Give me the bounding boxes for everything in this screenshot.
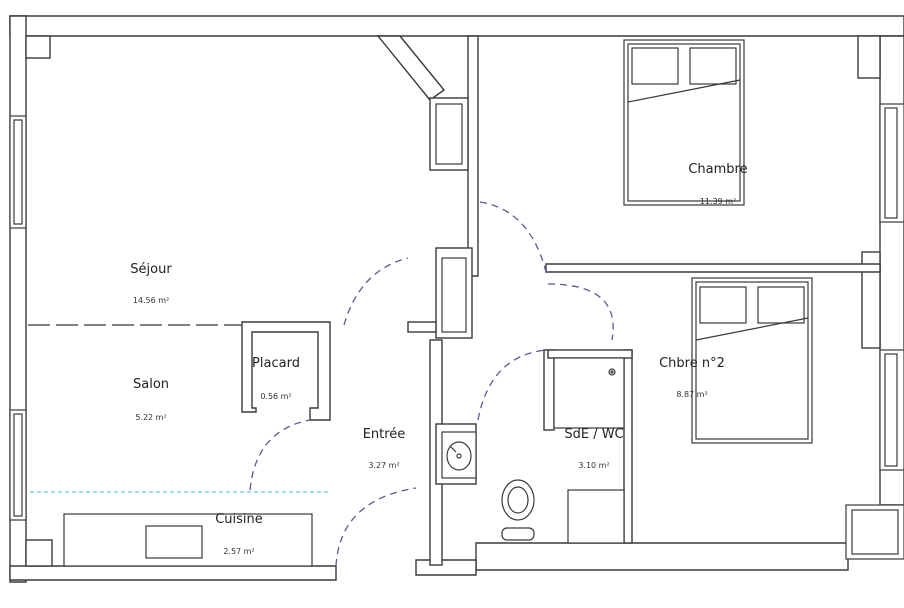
door-sde [477,349,547,421]
label-placard: Placard [252,356,300,371]
area-sde: 3.10 m² [578,461,609,470]
area-chambre2: 8.87 m² [676,390,707,399]
area-cuisine: 2.57 m² [223,547,254,556]
window-left-upper-inner [13,119,23,225]
bed-chambre2 [691,277,813,444]
pillow-chambre2-right [757,286,805,324]
bed-chambre [623,39,745,206]
area-chambre: 11.39 m² [700,197,736,206]
wall-top [9,15,904,37]
label-salon: Salon [133,377,169,392]
pillars [25,35,881,567]
toilet-seat-icon [507,486,529,514]
wall-diagonal [376,35,446,101]
entry-closet-inner [441,257,467,333]
bed-chambre2-inner [695,281,809,440]
sde-wall-right [623,349,633,544]
pillow-chambre2-left [699,286,747,324]
kitchen-sink [145,525,203,559]
label-sejour: Séjour [130,262,172,277]
chimney-inner [435,103,463,165]
shower-tray [553,357,625,429]
bed-chambre2-sheet [695,317,809,341]
wall-entry-stub [407,321,437,333]
bed-chambre-inner [627,43,741,202]
sde-wall-left [543,349,555,431]
label-chambre: Chambre [688,162,747,177]
wall-sejour-chambre [467,35,479,277]
sde-wall-top [547,349,633,359]
pillar-top-right [857,35,881,79]
door-cuisine [335,487,417,567]
pillar-top-left [25,35,51,59]
entry-closet [435,247,473,339]
pillow-chambre-left [631,47,679,85]
door-salon [249,419,311,491]
wall-bottom-left [9,565,337,581]
window-left-lower-inner [13,413,23,517]
area-sejour: 14.56 m² [133,296,169,305]
door-sejour [343,257,409,326]
area-placard: 0.56 m² [260,392,291,401]
window-right-lower-inner [884,353,898,467]
bed-chambre-sheet [627,79,741,103]
label-entree: Entrée [363,427,406,442]
door-chambre [479,201,547,273]
area-entree: 3.27 m² [368,461,399,470]
toilet-bowl-icon [501,479,535,521]
windows [9,103,904,560]
washbasin-cabinet [567,489,625,544]
wall-bottom-right [475,542,849,571]
kitchen-counter [63,513,313,567]
toilet-tank-icon [501,527,535,541]
pillar-bottom-left [25,539,53,567]
sink-drain-icon [456,453,462,459]
placard-walls [241,321,331,421]
window-bottom-right-inner [851,509,899,555]
door-chambre2 [547,283,614,341]
room-labels: Séjour 14.56 m² Salon 5.22 m² Placard 0.… [130,162,747,556]
sink-tap-icon [449,445,457,453]
label-cuisine: Cuisine [215,512,263,527]
pillow-chambre-right [689,47,737,85]
label-sde: SdE / WC [564,427,623,442]
wall-bottom-middle [415,559,477,576]
area-salon: 5.22 m² [135,413,166,422]
wall-chambre-chambre2 [545,263,881,273]
shower-drain-inner-icon [610,370,614,374]
doors [249,201,614,567]
label-chambre2: Chbre n°2 [659,356,725,371]
pillar-mid-right [861,251,881,349]
window-right-upper-inner [884,107,898,219]
bathroom-fixtures [441,357,625,544]
